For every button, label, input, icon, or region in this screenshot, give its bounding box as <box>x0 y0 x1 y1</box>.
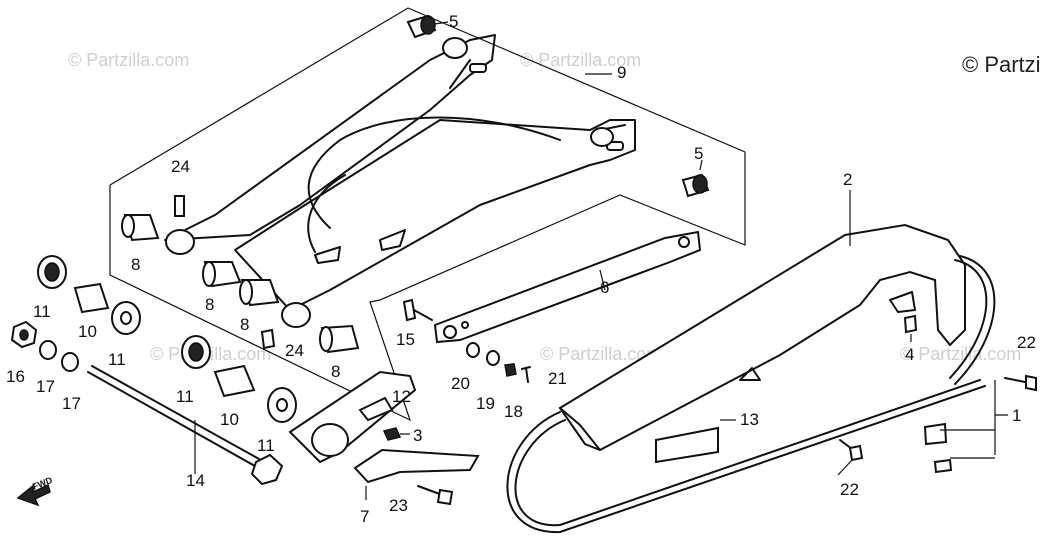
washer-17-b <box>61 352 79 372</box>
watermark-corner: © Partzi <box>962 52 1041 77</box>
callout-17-b: 17 <box>62 394 81 413</box>
bushing-8-b <box>202 261 242 288</box>
callout-6: 6 <box>600 278 609 297</box>
callout-21: 21 <box>548 369 567 388</box>
callout-19: 19 <box>476 394 495 413</box>
washer-19 <box>486 350 500 366</box>
watermark-4: © Partzilla.com <box>540 344 661 364</box>
callout-22-bottom: 22 <box>840 480 859 499</box>
callout-17-a: 17 <box>36 377 55 396</box>
callout-8-b: 8 <box>205 295 214 314</box>
callout-9: 9 <box>617 63 626 82</box>
callout-22-right: 22 <box>1017 333 1036 352</box>
bolt-3 <box>382 427 402 441</box>
pivot-bolt-14 <box>87 365 284 486</box>
callout-11-a: 11 <box>33 302 51 321</box>
callout-8-d: 8 <box>331 362 340 381</box>
callout-12: 12 <box>392 387 411 406</box>
collar-10-a <box>73 282 110 314</box>
callout-11-d: 11 <box>257 436 275 455</box>
grease-fitting-24-b <box>260 328 276 350</box>
callout-20: 20 <box>451 374 470 393</box>
callout-15: 15 <box>396 330 415 349</box>
bushing-8-c <box>239 279 280 307</box>
callout-8-c: 8 <box>240 315 249 334</box>
torque-link-6 <box>433 230 702 344</box>
callout-1: 1 <box>1012 406 1021 425</box>
bolt-22-right <box>1004 374 1037 392</box>
leader-lines <box>194 21 1008 500</box>
callout-10-b: 10 <box>220 410 239 429</box>
swingarm <box>164 34 636 328</box>
chain-guide-7 <box>353 448 480 484</box>
drive-chain-1 <box>506 255 996 534</box>
cotter-pin-21 <box>521 366 531 383</box>
watermark-1: © Partzilla.com <box>68 50 189 70</box>
collar-10-b <box>213 364 256 398</box>
link-kit-plate <box>923 422 948 446</box>
callout-23: 23 <box>389 496 408 515</box>
bushing-5-right <box>681 173 710 198</box>
callout-5-top: 5 <box>449 12 458 31</box>
callout-14: 14 <box>186 471 205 490</box>
watermark-2: © Partzilla.com <box>520 50 641 70</box>
group-boundary <box>109 7 746 422</box>
bolt-23 <box>417 485 454 506</box>
callout-7: 7 <box>360 507 369 526</box>
dust-seal-11-b <box>111 301 141 335</box>
bushing-5-top <box>406 14 437 39</box>
link-kit-clip <box>933 458 953 474</box>
callout-18: 18 <box>504 402 523 421</box>
callout-24-bottom: 24 <box>285 341 304 360</box>
callout-13: 13 <box>740 410 759 429</box>
grease-fitting-24-a <box>174 195 185 217</box>
bolt-4 <box>903 314 918 334</box>
watermark-5: © Partzilla.com <box>900 344 1021 364</box>
callout-11-b: 11 <box>108 350 126 369</box>
bearing-11-a <box>37 255 67 289</box>
callout-2: 2 <box>843 170 852 189</box>
callout-16: 16 <box>6 367 25 386</box>
callout-5-right: 5 <box>694 144 703 163</box>
dust-seal-11-d <box>267 387 297 423</box>
washer-20 <box>466 342 480 358</box>
link-plate-12 <box>288 370 417 464</box>
callout-3: 3 <box>413 426 422 445</box>
fwd-arrow-icon: FWD <box>16 475 54 507</box>
decal-13 <box>655 426 719 464</box>
washer-17-a <box>39 340 57 360</box>
callout-10-a: 10 <box>78 322 97 341</box>
callout-24-top: 24 <box>171 157 190 176</box>
nut-16 <box>10 320 38 349</box>
bolt-22-bottom <box>839 439 864 462</box>
bearing-11-c <box>181 335 211 369</box>
callout-11-c: 11 <box>176 387 194 406</box>
bolt-15 <box>402 298 433 322</box>
bushing-8-d <box>319 324 360 354</box>
bushing-8-a <box>121 214 160 242</box>
callout-8-a: 8 <box>131 255 140 274</box>
chain-case-2 <box>558 223 966 452</box>
nut-18 <box>504 363 517 377</box>
callout-4: 4 <box>905 345 914 364</box>
